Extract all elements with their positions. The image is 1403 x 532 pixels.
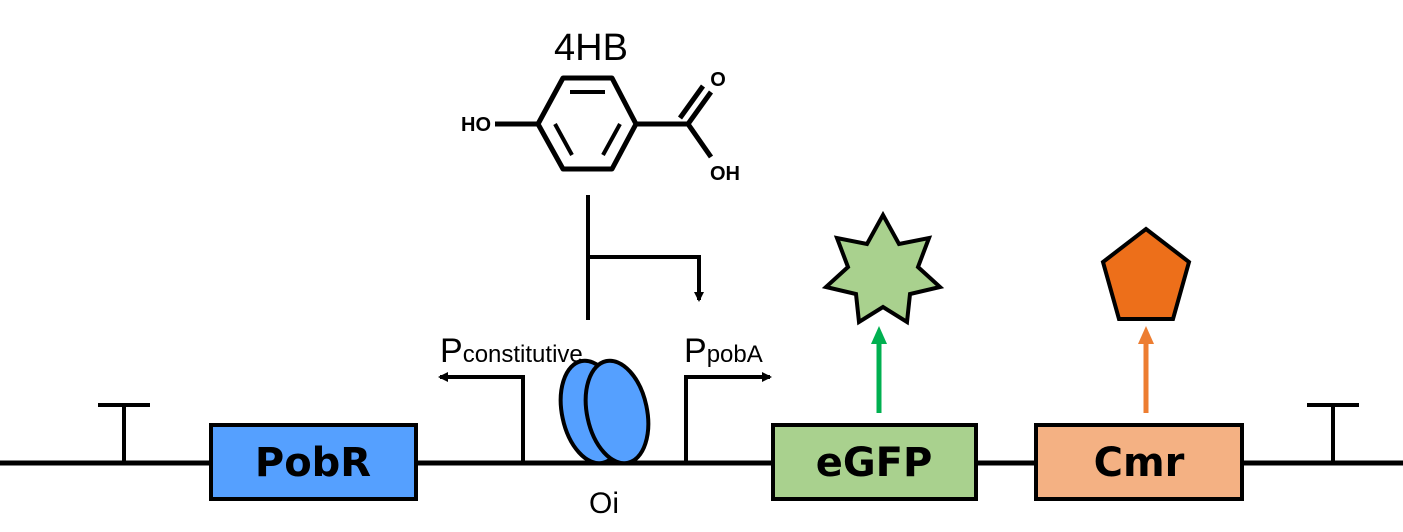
cmr-pentagon-icon — [1100, 226, 1192, 321]
terminator-right-icon — [1307, 403, 1359, 463]
promoter-constitutive-icon — [438, 372, 525, 463]
promoter-constitutive-label: Pconstitutive — [440, 332, 583, 370]
molecule-atom-o: O — [710, 69, 726, 91]
egfp-star-icon — [821, 210, 945, 326]
promoter-poba-label: PpobA — [684, 332, 763, 370]
molecule-atom-ho: HO — [461, 114, 491, 136]
repressor-dimer-icon — [558, 358, 651, 466]
egfp-expression-arrow — [871, 326, 887, 413]
gene-cmr-box — [1034, 423, 1244, 501]
promoter-poba-icon — [684, 372, 772, 463]
gene-pobr-label: PobR — [255, 440, 371, 486]
operator-label: Oi — [589, 487, 619, 520]
gene-pobr-box — [209, 423, 418, 501]
gene-cmr: Cmr — [1034, 423, 1244, 501]
gene-cmr-label: Cmr — [1094, 440, 1185, 486]
terminator-left-icon — [98, 403, 150, 463]
inducer-regulation-lines — [586, 195, 704, 320]
cmr-expression-arrow — [1138, 326, 1154, 413]
molecule-4hb-structure — [495, 75, 714, 172]
gene-egfp: eGFP — [771, 423, 978, 501]
gene-egfp-label: eGFP — [816, 440, 933, 486]
gene-egfp-box — [771, 423, 978, 501]
molecule-name: 4HB — [554, 27, 628, 69]
gene-pobr: PobR — [209, 423, 418, 501]
molecule-atom-oh: OH — [710, 163, 740, 185]
